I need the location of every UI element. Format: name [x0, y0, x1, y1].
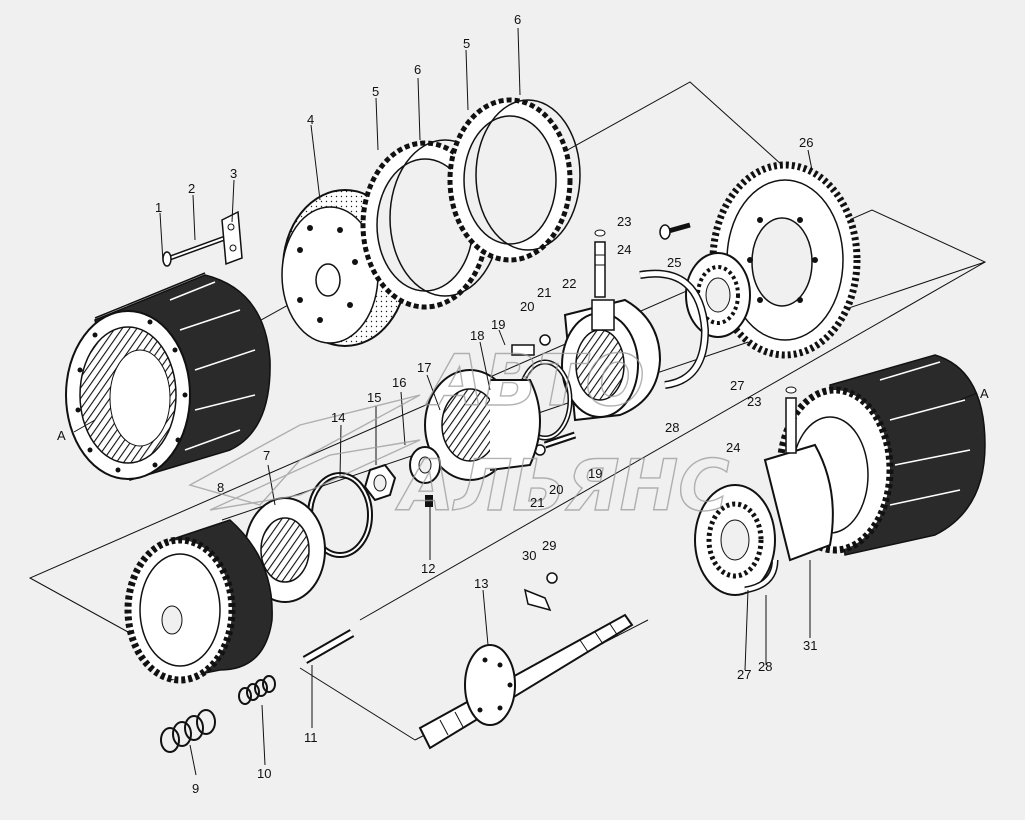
label-20b: 20 — [549, 482, 563, 497]
part-20-bolt-bottom — [543, 431, 577, 449]
part-9-spring-large — [160, 709, 216, 753]
part-30-lock-plate — [523, 588, 552, 612]
part-2-bolt — [162, 235, 226, 267]
label-12: 12 — [421, 561, 435, 576]
label-27a: 27 — [730, 378, 744, 393]
part-27-bearing-top — [685, 252, 751, 338]
label-27b: 27 — [737, 667, 751, 682]
label-19a: 19 — [491, 317, 505, 332]
label-21b: 21 — [530, 495, 544, 510]
label-23a: 23 — [617, 214, 631, 229]
label-3: 3 — [230, 166, 237, 181]
part-18-flange — [489, 379, 541, 471]
label-13: 13 — [474, 576, 488, 591]
label-axis-a-left: A — [57, 428, 66, 443]
part-31-housing — [763, 443, 834, 562]
svg-text:АЛЬЯНС: АЛЬЯНС — [395, 445, 730, 527]
label-6a: 6 — [414, 62, 421, 77]
label-24a: 24 — [617, 242, 631, 257]
label-20a: 20 — [520, 299, 534, 314]
label-31: 31 — [803, 638, 817, 653]
leader-lines — [73, 27, 978, 776]
svg-text:АВТО: АВТО — [425, 340, 645, 422]
part-27-bearing-right — [694, 484, 776, 596]
part-29-nut — [546, 572, 558, 584]
label-25: 25 — [667, 255, 681, 270]
label-1: 1 — [155, 200, 162, 215]
part-11-pin — [302, 629, 355, 664]
label-11: 11 — [304, 730, 318, 745]
label-7: 7 — [263, 448, 270, 463]
label-18: 18 — [470, 328, 484, 343]
part-labels: 1 2 3 4 5 6 5 6 23 24 25 26 22 21 20 19 … — [57, 12, 989, 796]
part-28-retainer-right — [744, 559, 779, 594]
label-28b: 28 — [758, 659, 772, 674]
part-21-nut-top — [539, 334, 551, 346]
part-6-friction-disc-b — [475, 99, 581, 251]
part-8-gear — [124, 519, 273, 684]
label-23b: 23 — [747, 394, 761, 409]
part-12-key — [425, 495, 433, 507]
label-24b: 24 — [726, 440, 740, 455]
part-24-pipe-right — [785, 397, 797, 454]
part-13-shaft — [418, 613, 634, 750]
label-17: 17 — [417, 360, 431, 375]
label-10: 10 — [257, 766, 271, 781]
label-15: 15 — [367, 390, 381, 405]
part-10-spring-small — [238, 675, 276, 705]
label-19b: 19 — [588, 466, 602, 481]
label-2: 2 — [188, 181, 195, 196]
label-30: 30 — [522, 548, 536, 563]
label-29: 29 — [542, 538, 556, 553]
label-28a: 28 — [665, 420, 679, 435]
part-24-pipe-top — [594, 241, 606, 298]
label-8: 8 — [217, 480, 224, 495]
label-14: 14 — [331, 410, 345, 425]
label-16: 16 — [392, 375, 406, 390]
label-4: 4 — [307, 112, 314, 127]
part-5-friction-disc-b — [447, 97, 573, 263]
part-22-bearing-housing — [561, 298, 662, 422]
label-5b: 5 — [463, 36, 470, 51]
label-axis-a-right: A — [980, 386, 989, 401]
label-21a: 21 — [537, 285, 551, 300]
label-26: 26 — [799, 135, 813, 150]
label-9: 9 — [192, 781, 199, 796]
part-25-bolt — [659, 222, 691, 240]
label-5a: 5 — [372, 84, 379, 99]
part-16-lock-washer — [409, 446, 441, 484]
watermark-logo: АВТО АЛЬЯНС — [188, 339, 730, 528]
part-28-retainer-top — [639, 269, 710, 389]
part-1-splined-drum — [65, 272, 271, 481]
part-23-plug-right — [785, 386, 797, 394]
label-22: 22 — [562, 276, 576, 291]
part-23-plug-top — [594, 229, 606, 237]
label-6b: 6 — [514, 12, 521, 27]
part-20-bolt-top — [511, 344, 535, 356]
